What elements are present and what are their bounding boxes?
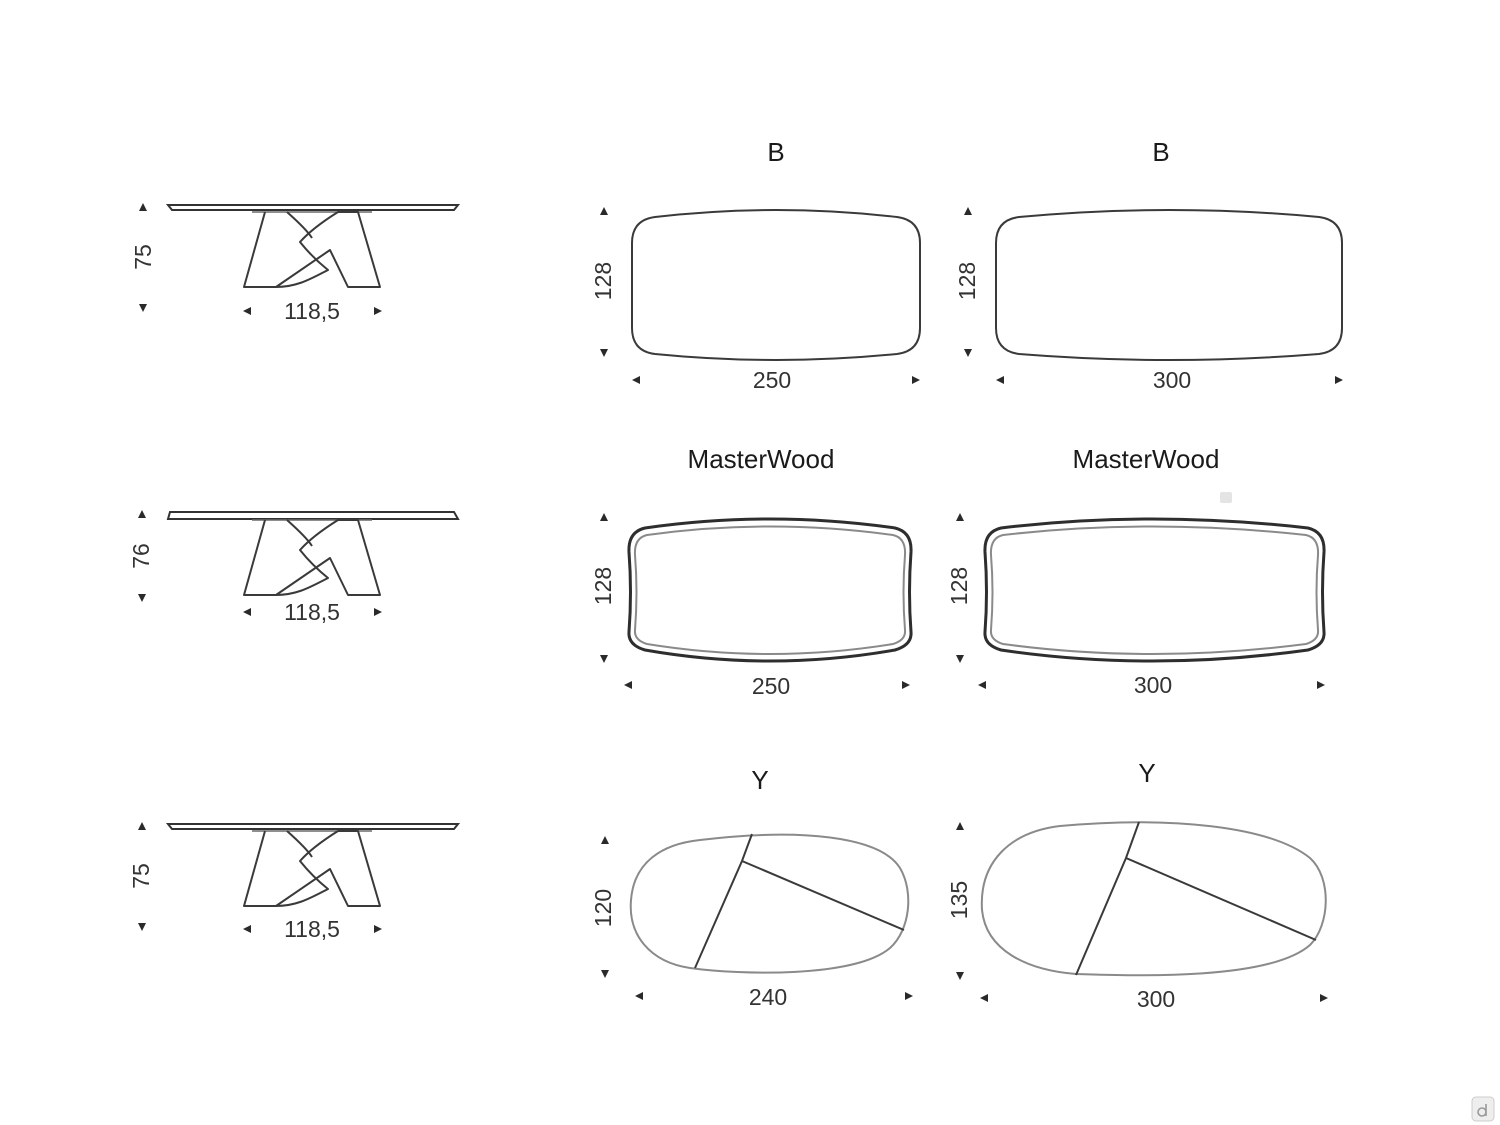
- depth-arrow-down: [600, 349, 608, 357]
- depth-label: 128: [946, 567, 972, 605]
- shape-title: Y: [751, 765, 768, 795]
- side-view-3: 75 118,5: [128, 822, 461, 942]
- depth-arrow-down: [956, 655, 964, 663]
- table-base: [243, 830, 381, 907]
- height-arrow-up: [138, 510, 146, 518]
- length-arrow-right: [1320, 994, 1328, 1002]
- top-view-b-300: B 128 300: [954, 137, 1343, 393]
- depth-arrow-up: [600, 207, 608, 215]
- length-arrow-left: [980, 994, 988, 1002]
- shape-title: MasterWood: [1073, 444, 1220, 474]
- depth-arrow-up: [956, 513, 964, 521]
- top-view-b-250: B 128 250: [590, 137, 921, 393]
- table-top-slab: [165, 204, 461, 211]
- shape-title: Y: [1138, 758, 1155, 788]
- depth-arrow-down: [600, 655, 608, 663]
- height-arrow-down: [139, 304, 147, 312]
- side-view-1: 75 118,5: [130, 203, 461, 324]
- table-top-slab: [166, 511, 460, 520]
- table-base: [243, 519, 381, 596]
- depth-arrow-down: [601, 970, 609, 978]
- length-label: 300: [1153, 367, 1191, 393]
- shape-title: MasterWood: [688, 444, 835, 474]
- width-arrow-left: [243, 307, 251, 315]
- length-label: 300: [1137, 986, 1175, 1012]
- length-arrow-right: [902, 681, 910, 689]
- side-view-2: 76 118,5: [128, 510, 460, 625]
- shape-title: B: [1152, 137, 1169, 167]
- depth-arrow-down: [964, 349, 972, 357]
- top-view-y-300: Y 135 300: [946, 758, 1328, 1012]
- tabletop-outline: [629, 833, 910, 974]
- height-arrow-up: [139, 203, 147, 211]
- length-arrow-right: [912, 376, 920, 384]
- depth-arrow-down: [956, 972, 964, 980]
- width-label: 118,5: [284, 599, 340, 625]
- top-split-lines: [694, 833, 905, 969]
- depth-label: 128: [590, 262, 616, 300]
- depth-arrow-up: [956, 822, 964, 830]
- width-arrow-left: [243, 925, 251, 933]
- width-arrow-left: [243, 608, 251, 616]
- width-arrow-right: [374, 307, 382, 315]
- depth-arrow-up: [600, 513, 608, 521]
- length-label: 300: [1134, 672, 1172, 698]
- length-arrow-left: [635, 992, 643, 1000]
- length-label: 250: [752, 673, 790, 699]
- length-arrow-right: [1335, 376, 1343, 384]
- top-split-lines: [1075, 821, 1317, 976]
- d-logo-icon: [1471, 1096, 1495, 1122]
- height-label: 75: [130, 244, 156, 270]
- height-arrow-down: [138, 594, 146, 602]
- tabletop-inner-edge: [633, 525, 907, 655]
- depth-label: 128: [590, 567, 616, 605]
- top-view-masterwood-300: MasterWood 128 300: [946, 444, 1326, 698]
- depth-arrow-up: [601, 836, 609, 844]
- shape-title: B: [767, 137, 784, 167]
- width-label: 118,5: [284, 298, 340, 324]
- faint-square-icon: [1220, 492, 1232, 503]
- height-label: 76: [128, 543, 154, 569]
- tabletop-outline: [980, 821, 1327, 977]
- tabletop-outline: [627, 517, 913, 663]
- table-top-slab: [165, 823, 461, 830]
- height-label: 75: [128, 863, 154, 889]
- width-arrow-right: [374, 925, 382, 933]
- depth-label: 120: [590, 889, 616, 927]
- depth-arrow-up: [964, 207, 972, 215]
- length-label: 240: [749, 984, 787, 1010]
- height-arrow-down: [138, 923, 146, 931]
- depth-label: 135: [946, 881, 972, 919]
- top-view-masterwood-250: MasterWood 128 250: [590, 444, 913, 699]
- tabletop-inner-edge: [989, 525, 1320, 655]
- length-arrow-left: [996, 376, 1004, 384]
- height-arrow-up: [138, 822, 146, 830]
- length-arrow-right: [905, 992, 913, 1000]
- tabletop-outline: [995, 209, 1343, 361]
- tabletop-outline: [983, 517, 1326, 663]
- depth-label: 128: [954, 262, 980, 300]
- top-view-y-240: Y 120 240: [590, 765, 913, 1010]
- length-arrow-left: [632, 376, 640, 384]
- length-arrow-left: [624, 681, 632, 689]
- table-base: [243, 211, 381, 288]
- length-label: 250: [753, 367, 791, 393]
- length-arrow-left: [978, 681, 986, 689]
- width-arrow-right: [374, 608, 382, 616]
- tabletop-outline: [631, 209, 921, 361]
- width-label: 118,5: [284, 916, 340, 942]
- length-arrow-right: [1317, 681, 1325, 689]
